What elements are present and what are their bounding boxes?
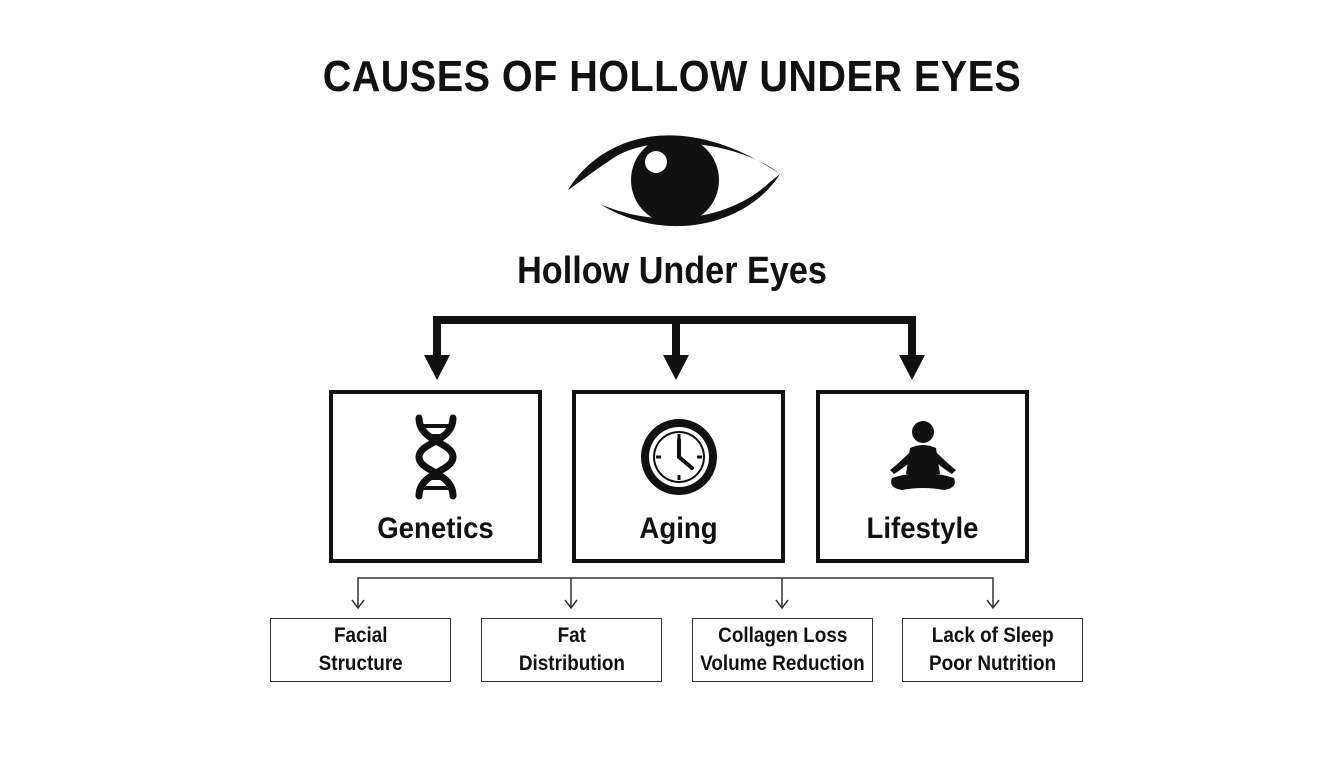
factor-line-2: Distribution — [518, 652, 625, 675]
root-node-label: Hollow Under Eyes — [517, 250, 827, 292]
root-connector — [433, 316, 916, 357]
arrow-to-aging — [663, 355, 689, 380]
factor-line-1: Fat — [557, 624, 586, 647]
eye-icon — [568, 135, 780, 227]
page-title: CAUSES OF HOLLOW UNDER EYES — [322, 52, 1022, 101]
category-genetics: Genetics — [329, 390, 542, 563]
clock-icon — [640, 419, 717, 495]
arrow-to-lifestyle — [899, 355, 925, 380]
factor-line-1: Lack of Sleep — [931, 624, 1054, 647]
factor-facial-structure: Facial Structure — [270, 618, 451, 682]
category-label: Lifestyle — [866, 512, 979, 545]
factor-line-1: Facial — [333, 624, 388, 647]
meditation-icon — [889, 421, 956, 490]
arrow-to-genetics — [424, 355, 450, 380]
factor-line-1: Collagen Loss — [717, 624, 848, 647]
category-label: Aging — [639, 512, 718, 545]
factor-fat-distribution: Fat Distribution — [481, 618, 662, 682]
category-lifestyle: Lifestyle — [816, 390, 1029, 563]
factor-line-2: Poor Nutrition — [928, 652, 1057, 675]
factor-collagen-volume: Collagen Loss Volume Reduction — [692, 618, 873, 682]
factor-sleep-nutrition: Lack of Sleep Poor Nutrition — [902, 618, 1083, 682]
category-label: Genetics — [377, 512, 494, 545]
factor-line-2: Volume Reduction — [700, 652, 865, 675]
factor-connector — [351, 577, 1000, 610]
category-aging: Aging — [572, 390, 785, 563]
factor-line-2: Structure — [318, 652, 403, 675]
dna-icon — [414, 414, 457, 500]
